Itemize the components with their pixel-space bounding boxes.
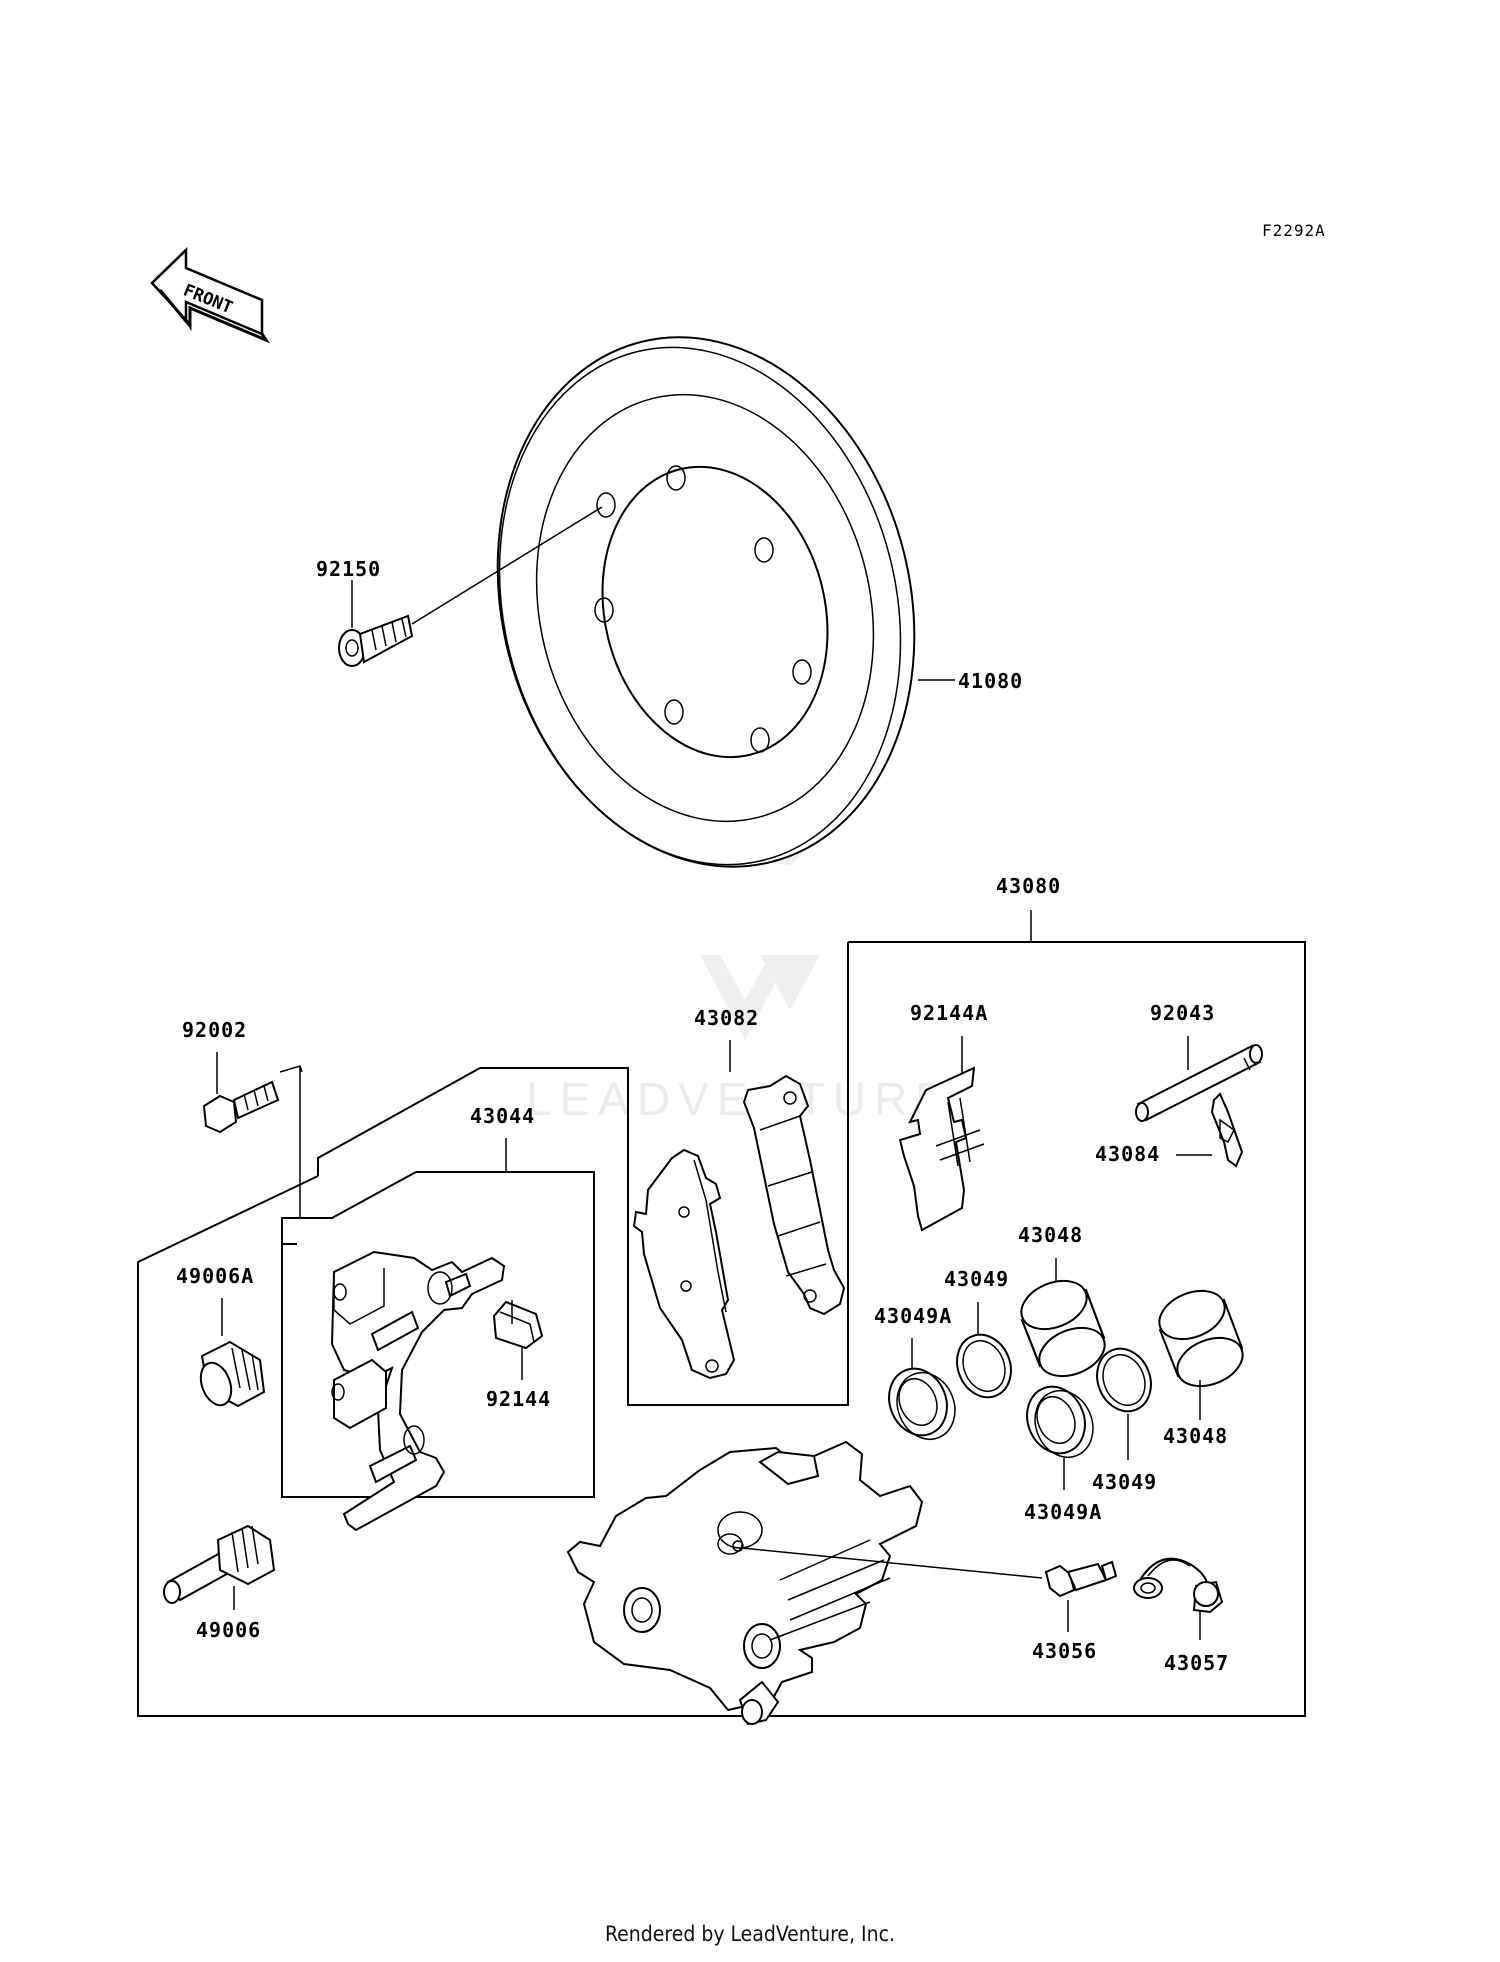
- caliper-body: [566, 1440, 924, 1726]
- diagram-code: F2292A: [1262, 221, 1326, 240]
- label-43049A-lower: 43049A: [1024, 1500, 1102, 1524]
- piston-upper: [1020, 1279, 1106, 1378]
- label-43048-upper: 43048: [1018, 1223, 1083, 1247]
- label-92144A: 92144A: [910, 1001, 988, 1025]
- brake-pad-left: [632, 1148, 736, 1380]
- dust-seal-lower: [1026, 1385, 1094, 1458]
- bleeder-valve: [1044, 1560, 1118, 1598]
- slide-pin: [163, 1524, 276, 1604]
- brake-pad-right: [742, 1074, 846, 1316]
- label-43049A-upper: 43049A: [874, 1304, 952, 1328]
- label-49006A: 49006A: [176, 1264, 254, 1288]
- label-43084: 43084: [1095, 1142, 1160, 1166]
- pad-spring-plate: [898, 1066, 985, 1232]
- disc-bolt: [338, 506, 603, 667]
- pad-pin: [1135, 1044, 1263, 1122]
- caliper-bolt: [202, 1065, 303, 1218]
- caliper-assembly-frame: [137, 941, 1306, 1717]
- label-43044: 43044: [470, 1104, 535, 1128]
- footer-credit: Rendered by LeadVenture, Inc.: [605, 1922, 895, 1946]
- piston-seal-upper: [956, 1333, 1012, 1399]
- slide-pin-boot: [199, 1340, 266, 1408]
- label-49006: 49006: [196, 1618, 261, 1642]
- label-92002: 92002: [182, 1018, 247, 1042]
- front-arrow-icon: FRONT: [150, 247, 271, 344]
- bracket-frame: [281, 1171, 595, 1498]
- pin-clip: [1210, 1092, 1244, 1168]
- brake-disc: [496, 336, 916, 868]
- dust-seal-upper: [888, 1367, 956, 1440]
- label-43048-lower: 43048: [1163, 1424, 1228, 1448]
- label-41080: 41080: [958, 669, 1023, 693]
- pad-set-frame: [317, 942, 849, 1406]
- caliper-bracket: [330, 1250, 506, 1532]
- label-43056: 43056: [1032, 1639, 1097, 1663]
- piston-seal-lower: [1096, 1347, 1152, 1413]
- piston-lower: [1158, 1289, 1244, 1388]
- label-92150: 92150: [316, 557, 381, 581]
- watermark-text: LEADVENTURE: [526, 1073, 954, 1125]
- label-43049-lower: 43049: [1092, 1470, 1157, 1494]
- label-43049-upper: 43049: [944, 1267, 1009, 1291]
- bracket-clip: [492, 1300, 544, 1350]
- label-92144: 92144: [486, 1387, 551, 1411]
- label-43057: 43057: [1164, 1651, 1229, 1675]
- label-43080: 43080: [996, 874, 1061, 898]
- label-43082: 43082: [694, 1006, 759, 1030]
- bleeder-cap: [1133, 1557, 1224, 1614]
- label-92043: 92043: [1150, 1001, 1215, 1025]
